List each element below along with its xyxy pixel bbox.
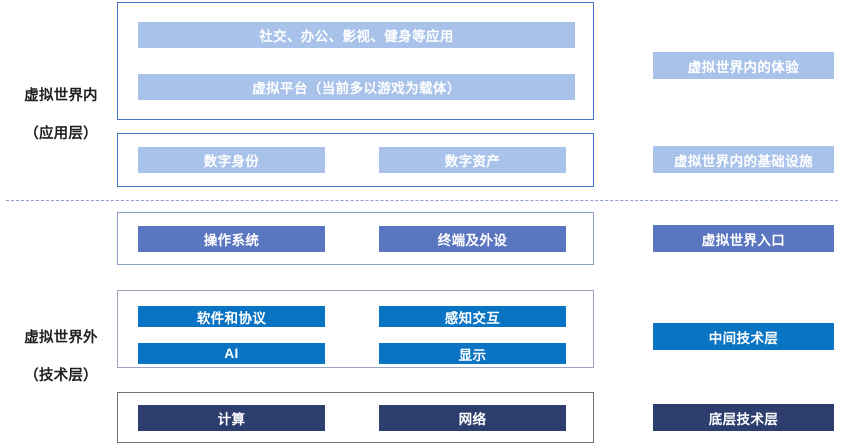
bar-terminals-peripherals[interactable]: 终端及外设 (379, 226, 566, 252)
category-label-outside-line2: （技术层） (24, 368, 98, 384)
bar-digital-assets[interactable]: 数字资产 (379, 147, 566, 173)
group-middle-technology: 软件和协议 感知交互 AI 显示 (117, 290, 594, 368)
side-label-entry-point[interactable]: 虚拟世界入口 (653, 225, 834, 252)
group-application: 社交、办公、影视、健身等应用 虚拟平台（当前多以游戏为载体） (117, 2, 594, 120)
group-base-technology: 计算 网络 (117, 392, 594, 443)
bar-network[interactable]: 网络 (379, 405, 566, 431)
inside-outside-divider (6, 200, 838, 201)
category-label-inside-line1: 虚拟世界内 (24, 88, 98, 104)
category-label-inside-line2: （应用层） (24, 126, 98, 142)
category-label-inside: 虚拟世界内 （应用层） (2, 68, 120, 163)
group-entry: 操作系统 终端及外设 (117, 212, 594, 265)
bar-computing[interactable]: 计算 (138, 405, 325, 431)
category-label-outside: 虚拟世界外 （技术层） (2, 310, 120, 405)
side-label-inner-infrastructure[interactable]: 虚拟世界内的基础设施 (653, 146, 834, 173)
side-label-base-tech[interactable]: 底层技术层 (653, 404, 834, 431)
bar-digital-identity[interactable]: 数字身份 (138, 147, 325, 173)
bar-virtual-platform[interactable]: 虚拟平台（当前多以游戏为载体） (138, 74, 575, 100)
bar-software-protocols[interactable]: 软件和协议 (138, 306, 325, 327)
group-digital-infrastructure: 数字身份 数字资产 (117, 133, 594, 187)
side-label-middle-tech[interactable]: 中间技术层 (653, 323, 834, 350)
bar-display[interactable]: 显示 (379, 343, 566, 364)
bar-perception-interaction[interactable]: 感知交互 (379, 306, 566, 327)
bar-operating-system[interactable]: 操作系统 (138, 226, 325, 252)
category-label-outside-line1: 虚拟世界外 (24, 330, 98, 346)
side-label-experience[interactable]: 虚拟世界内的体验 (653, 52, 834, 79)
bar-ai[interactable]: AI (138, 343, 325, 364)
bar-social-apps[interactable]: 社交、办公、影视、健身等应用 (138, 22, 575, 48)
